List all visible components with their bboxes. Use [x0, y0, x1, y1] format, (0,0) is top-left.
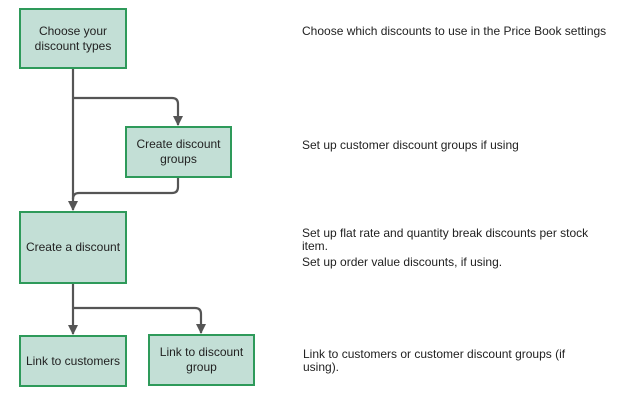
node-create-discount-groups[interactable]: Create discount groups [125, 126, 232, 178]
edge-create-groups-to-create-discount [71, 178, 180, 200]
note-create-a-discount-order-value: Set up order value discounts, if using. [302, 255, 503, 269]
node-link-to-customers[interactable]: Link to customers [19, 335, 127, 387]
edge-choose-to-create-groups [73, 96, 183, 126]
node-choose-discount-types[interactable]: Choose your discount types [19, 8, 127, 69]
node-create-a-discount[interactable]: Create a discount [19, 211, 127, 284]
note-create-a-discount-flat-rate: Set up flat rate and quantity break disc… [302, 226, 589, 253]
node-link-to-discount-group[interactable]: Link to discount group [148, 334, 255, 386]
note-choose-discount-types: Choose which discounts to use in the Pri… [302, 24, 607, 38]
note-create-discount-groups: Set up customer discount groups if using [302, 138, 519, 152]
note-link-to-customers-or-groups: Link to customers or customer discount g… [303, 347, 566, 374]
edge-create-discount-to-link-group [73, 306, 206, 334]
